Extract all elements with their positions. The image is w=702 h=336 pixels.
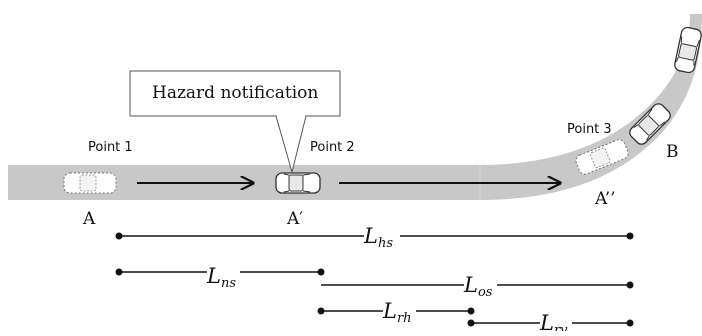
road (8, 14, 702, 200)
car-top-curve (672, 25, 702, 75)
segment-lns: Lns (115, 264, 325, 291)
point-3-label: Point 3 (567, 122, 612, 137)
segment-los: Los (321, 273, 634, 300)
segment-lrv-label: Lrv (539, 311, 568, 331)
point-2-label: Point 2 (310, 140, 355, 155)
car-ghost-point1 (63, 172, 117, 194)
position-a-prime-label: A′ (286, 209, 303, 229)
position-b-label: B (666, 142, 679, 162)
position-a-label: A (82, 209, 96, 229)
segment-lhs-label: Lhs (363, 224, 393, 251)
car-point2 (275, 172, 321, 194)
segment-lrv: Lrv (467, 311, 634, 336)
segment-los-label: Los (463, 273, 493, 300)
callout-pointer (275, 115, 307, 174)
segment-lns-label: Lns (206, 264, 236, 291)
callout-box (129, 70, 341, 117)
point-1-label: Point 1 (88, 140, 133, 155)
segment-lrh: Lrh (317, 299, 475, 326)
segment-lrh-label: Lrh (382, 299, 412, 326)
segment-lhs: Lhs (115, 224, 634, 251)
position-a-double-prime-label: A’’ (594, 189, 616, 209)
hazard-callout: Hazard notification (129, 70, 341, 174)
callout-text: Hazard notification (152, 83, 318, 103)
